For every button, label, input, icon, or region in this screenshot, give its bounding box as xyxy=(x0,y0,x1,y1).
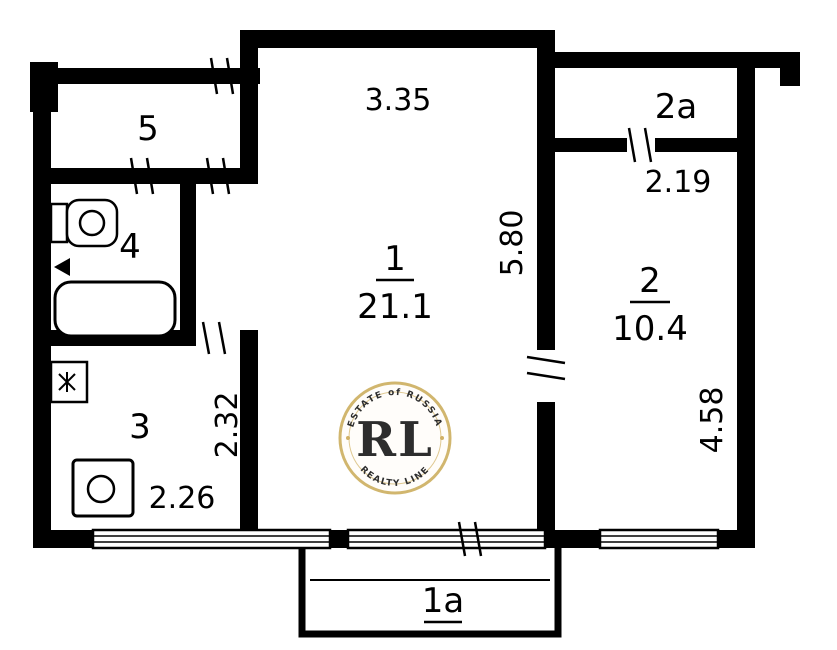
toilet-tank xyxy=(49,202,69,244)
bathtub xyxy=(53,280,177,338)
wall-bathroom-right xyxy=(180,184,196,346)
wall-right xyxy=(737,52,755,548)
room-2a-number: 2a xyxy=(655,87,697,127)
wall-top-over-room5 xyxy=(33,68,260,84)
room-2-area: 10.4 xyxy=(612,309,688,349)
dim-room1-depth: 5.80 xyxy=(495,210,530,277)
room-2-number: 2 xyxy=(639,261,661,301)
door-ticks xyxy=(129,57,653,557)
watermark-dot-left xyxy=(346,436,350,440)
tick-top-wall xyxy=(209,57,219,95)
tick-room2-door xyxy=(526,355,566,365)
wall-top-over-room1 xyxy=(240,30,555,48)
tick-room3-door xyxy=(201,321,211,355)
tick-hall-opening xyxy=(205,157,215,195)
room-5-number: 5 xyxy=(137,109,159,149)
room-3-number: 3 xyxy=(129,407,151,447)
dim-room3-width: 2.26 xyxy=(149,481,216,516)
watermark-ring xyxy=(338,381,452,495)
toilet-seat-circle xyxy=(78,209,106,237)
wall-room2a-right xyxy=(655,138,737,152)
windows xyxy=(91,528,720,550)
wall-bottom-seg1 xyxy=(33,530,93,548)
wall-room2a-left xyxy=(555,138,627,152)
window-room2 xyxy=(598,528,720,550)
vent-star-icon xyxy=(58,372,76,392)
dimension-labels: 3.35 2.19 5.80 4.58 2.32 2.26 xyxy=(149,83,730,516)
dim-room3-depth: 2.32 xyxy=(210,392,245,459)
watermark-monogram: RL xyxy=(356,412,434,468)
room-4-number: 4 xyxy=(119,227,141,267)
balcony-1a xyxy=(298,548,562,638)
watermark-dot-right xyxy=(440,436,444,440)
wall-bottom-seg3 xyxy=(545,530,600,548)
wall-room1-room2-upper xyxy=(537,48,555,350)
balcony-1a-number: 1a xyxy=(422,581,464,621)
tick-room2a-door xyxy=(627,127,637,163)
watermark-badge: RL ESTATE of RUSSIA REALTY LINE xyxy=(338,381,452,495)
vent-box xyxy=(49,360,89,404)
window-room1 xyxy=(346,528,547,550)
washing-machine-door-icon xyxy=(86,474,116,504)
dim-room2-depth: 4.58 xyxy=(695,387,730,454)
wall-below-room5 xyxy=(51,168,258,184)
wall-top-over-room2a xyxy=(537,52,800,68)
room-1-number: 1 xyxy=(384,239,406,279)
wall-room5-room1 xyxy=(240,48,258,184)
dim-room2-width: 2.19 xyxy=(645,165,712,200)
wall-bottom-seg4 xyxy=(718,530,755,548)
balcony-outline xyxy=(298,548,562,638)
wall-left xyxy=(33,62,51,548)
window-room3 xyxy=(91,528,332,550)
tick-balcony-door xyxy=(457,521,467,557)
room-1-area: 21.1 xyxy=(357,287,433,327)
wall-room1-room2-lower xyxy=(537,402,555,530)
dim-room1-width: 3.35 xyxy=(365,83,432,118)
wall-bottom-seg2 xyxy=(330,530,348,548)
room-labels: 5 4 3 1 21.1 2 10.4 2a 1a xyxy=(119,87,697,624)
wall-top-right-stub xyxy=(780,52,800,86)
tick-room5-door xyxy=(129,157,139,195)
valve-icon xyxy=(54,258,70,276)
wall-room3-room1 xyxy=(240,330,258,530)
fixtures xyxy=(49,198,177,518)
